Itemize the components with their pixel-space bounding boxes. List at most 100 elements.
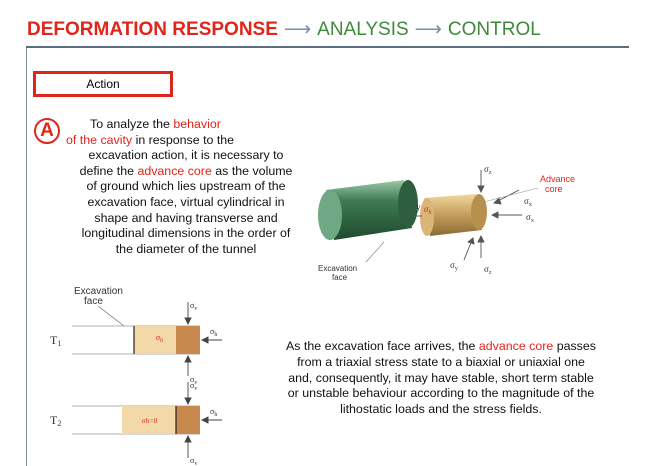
leader-face-bottom [97,305,125,327]
t2-sigma-v-bottom: σv [190,456,197,466]
t1-sigma-h-symbol: σ [156,333,161,342]
t2-sh-r-symbol: σ [210,407,215,416]
sigma-ur-symbol: σ [524,196,529,206]
sigma-top-sub: z [489,170,492,176]
para2-line-2: from a triaxial stress state to a biaxia… [297,354,585,369]
para1-line-1: To analyze the behavior [50,117,322,133]
label-excavation-face-bottom-2: face [84,296,103,307]
label-advance-core-2: core [545,184,563,194]
para2-text: As the excavation face arrives, the [286,339,479,353]
header-arrow-1: ⟶ [283,19,312,40]
header-step-control: CONTROL [447,19,541,40]
t1-sh-r-symbol: σ [210,327,215,336]
leader-advance-core [475,187,539,205]
sigma-h-core-sub: h [428,210,431,216]
t2-sigma-v-top: σv [190,381,197,392]
t2-sh-r-sub: h [214,412,217,418]
sigma-r-symbol: σ [526,212,531,222]
t1-sv-top-sub: v [194,306,197,312]
header-step-analysis: ANALYSIS [317,19,409,40]
label-excavation-face-2: face [332,273,348,282]
paragraph-face-arrival: As the excavation face arrives, the adva… [245,339,637,418]
t2-sigma-h-zero: σh=0 [142,417,158,425]
para2-line-5: lithostatic loads and the stress fields. [340,402,542,417]
label-sigma-h-core: σh [424,204,431,216]
t1-tunnel [72,325,200,355]
sigma-bottom-symbol: σ [484,264,489,274]
t2-sv-bot-sub: v [194,461,197,466]
para1-highlight-advance-core: advance core [137,163,212,178]
para2-text: passes [553,339,596,353]
t2-tunnel [72,405,200,435]
bullet-a-icon: A [34,118,60,144]
para1-line-7: shape and having transverse and [94,210,278,225]
t1-sub: 1 [57,339,61,348]
para2-line-4: or unstable behaviour according to the m… [287,386,595,401]
label-sigma-top: σz [484,164,492,176]
para1-line-8: longitudinal dimensions in the order of [81,226,291,241]
advance-core-stress-diagram: Excavation face Advance core y σh σz σx … [318,164,575,282]
label-sigma-bottom: σz [484,264,492,276]
label-sigma-upper-right: σx [524,196,532,208]
para2-line-3: and, consequently, it may have stable, s… [288,370,594,385]
t1-letter: T [50,333,58,347]
sigma-top-symbol: σ [484,164,489,174]
t2-core-light [122,406,176,434]
t1-sigma-v-bottom: σv [190,375,197,386]
para1-line-6: excavation face, virtual cylindrical in [87,194,285,209]
t1-sigma-h-sub: h [160,338,163,344]
t2-letter: T [50,413,58,427]
sigma-low-symbol: σ [450,260,455,270]
label-advance-core-1: Advance [540,174,575,184]
header-step-deformation-response: DEFORMATION RESPONSE [27,19,278,40]
t2-sv-top-symbol: σ [190,381,195,390]
t1-sv-top-symbol: σ [190,301,195,310]
t1-stress-arrows [184,302,222,376]
tunnel-cylinder [318,180,418,240]
left-margin-rule [26,48,27,466]
t1-sigma-h-right: σh [210,327,217,338]
para1-text: To analyze the [90,117,174,131]
label-y: y [416,202,421,212]
sigma-r-sub: x [531,218,534,224]
t2-core-dark [176,406,200,434]
t1-sh-r-sub: h [214,332,217,338]
label-sigma-right: σx [526,212,534,224]
para2-line-1: As the excavation face arrives, the adva… [286,339,596,353]
para2-highlight-advance-core: advance core [478,339,554,353]
para1-line-4: define the advance core as the volume [80,164,293,178]
sigma-ur-sub: x [529,202,532,208]
t1-core-dark [176,326,200,354]
label-sigma-lower: σy [450,260,458,272]
t2-stress-arrows [184,382,222,458]
label-excavation-face-bottom-1: Excavation [74,286,123,297]
sigma-bottom-sub: z [489,270,492,276]
t1-sv-bot-symbol: σ [190,375,195,384]
para1-highlight-cavity: of the cavity [66,132,133,147]
advance-core-cylinder [420,194,487,236]
t1-sigma-h-label: σh [156,333,163,344]
action-label: Action [86,77,120,91]
header-arrow-2: ⟶ [414,19,442,40]
label-excavation-face-1: Excavation [318,264,357,273]
t2-sv-bot-symbol: σ [190,456,195,465]
t1-sv-bot-sub: v [194,380,197,386]
stress-arrows [412,170,522,261]
t2-sv-top-sub: v [194,386,197,392]
t2-sigma-h-right: σh [210,407,217,418]
sigma-low-sub: y [455,266,458,272]
para1-text: in response to the [132,132,235,147]
slide-header: DEFORMATION RESPONSE⟶ANALYSIS⟶CONTROL [27,18,627,44]
t1-sigma-v-top: σv [190,301,197,312]
paragraph-advance-core-definition: To analyze the behavior of the cavity in… [50,117,322,257]
para1-line-5: of ground which lies upstream of the [86,179,286,194]
label-t2: T2 [50,413,61,428]
para1-line-9: the diameter of the tunnel [115,241,257,256]
t1-core-light [134,326,176,354]
leader-excavation-face [365,241,385,263]
header-divider [26,46,629,48]
sigma-h-core-symbol: σ [424,204,429,214]
label-t1: T1 [50,333,61,348]
para1-line-2: of the cavity in response to the [50,133,322,149]
